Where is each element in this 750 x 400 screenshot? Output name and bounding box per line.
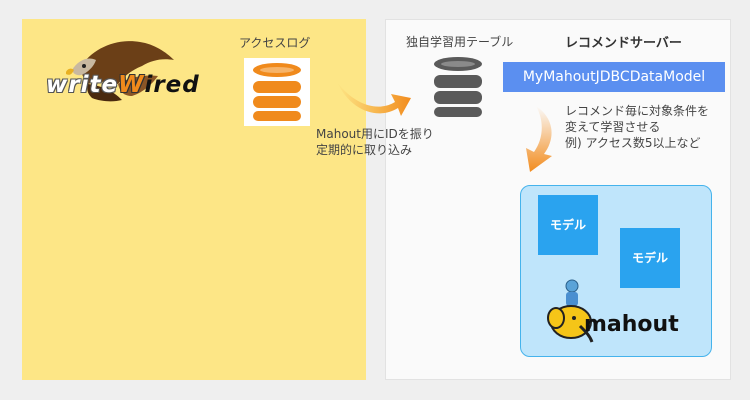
import-note-line2: 定期的に取り込み [316, 143, 413, 157]
access-log-label: アクセスログ [239, 36, 311, 50]
training-table-label: 独自学習用テーブル [406, 35, 514, 49]
mahout-logo-text: mahout [584, 312, 679, 337]
database-icon [253, 63, 301, 121]
model-box-2: モデル [620, 228, 680, 288]
data-model-bar: MyMahoutJDBCDataModel [503, 62, 725, 92]
condition-line2: 変えて学習させる [565, 120, 661, 134]
condition-line1: レコメンド毎に対象条件を [565, 104, 710, 118]
model-box-1: モデル [538, 195, 598, 255]
condition-line3: 例) アクセス数5以上など [565, 136, 701, 150]
writewired-logo: writeWired [46, 72, 200, 98]
arrow-icon [526, 106, 552, 172]
recommend-server-title: レコメンドサーバー [565, 36, 682, 51]
database-icon [434, 57, 482, 117]
eagle-icon [66, 41, 174, 102]
import-note-line1: Mahout用にIDを振り [316, 127, 434, 141]
elephant-icon [547, 279, 594, 343]
arrow-icon [337, 82, 411, 116]
